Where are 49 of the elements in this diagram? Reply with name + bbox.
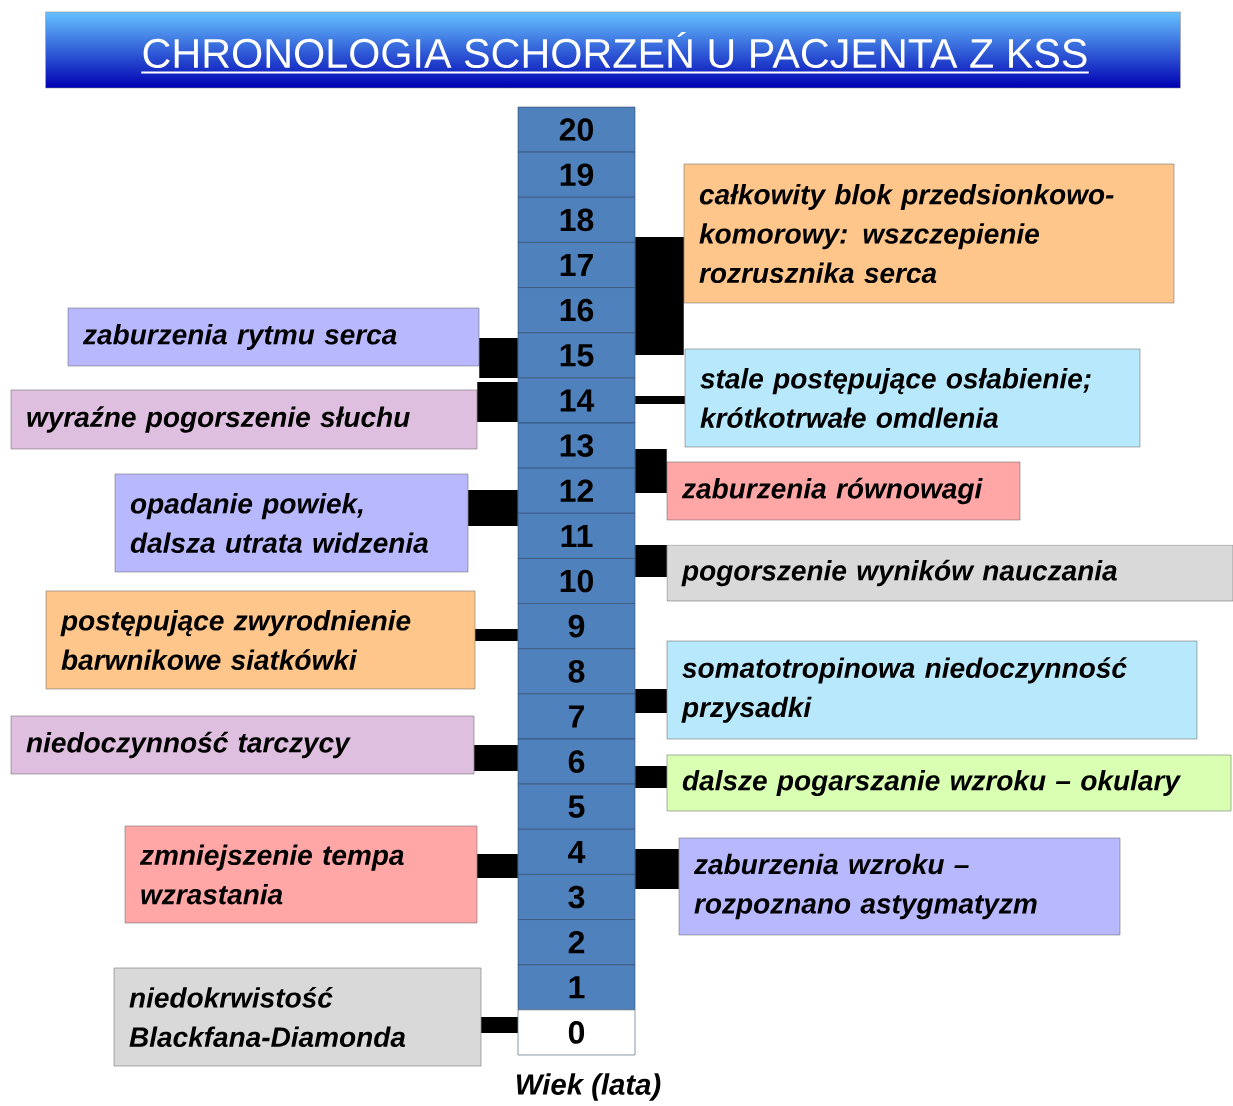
age-cell: 16 [517, 287, 636, 333]
event-box: całkowity blok przedsionkowo-komorowy: wszczepienie rozrusznika serca [683, 163, 1175, 304]
age-cell: 5 [517, 783, 636, 830]
event-box: stale postępujące osłabienie; krótkotrwałe omdlenia [684, 348, 1141, 448]
age-cell: 4 [517, 829, 636, 875]
age-cell: 14 [517, 377, 636, 424]
age-cell: 0 [517, 1009, 636, 1056]
age-cell: 8 [517, 648, 636, 695]
age-cell: 11 [517, 513, 636, 559]
event-box: dalsze pogarszanie wzroku – okulary [666, 754, 1232, 812]
connector [477, 382, 518, 422]
event-box: opadanie powiek, dalsza utrata widzenia [114, 473, 469, 573]
connector [635, 449, 667, 493]
event-box: zaburzenia rytmu serca [67, 307, 480, 367]
age-cell: 7 [517, 693, 636, 740]
connector [481, 1017, 518, 1033]
age-cell: 17 [517, 242, 636, 288]
event-box: zaburzenia wzroku – rozpoznano astygmatyzm [678, 837, 1121, 936]
event-box: wyraźne pogorszenie słuchu [10, 389, 478, 450]
connector [474, 745, 518, 771]
age-cell: 15 [517, 332, 636, 379]
connector [635, 237, 684, 355]
connector [635, 545, 667, 577]
connector [635, 766, 667, 788]
connector [479, 338, 518, 378]
event-box: zmniejszenie tempa wzrastania [124, 825, 478, 924]
event-box: pogorszenie wyników nauczania [666, 544, 1233, 602]
event-box: zaburzenia równowagi [666, 461, 1021, 521]
age-cell: 19 [517, 151, 636, 198]
event-box: niedokrwistość Blackfana-Diamonda [113, 967, 482, 1067]
title-banner: CHRONOLOGIA SCHORZEŃ U PACJENTA Z KSS [45, 11, 1181, 89]
connector [635, 689, 667, 713]
event-box: somatotropinowa niedoczynność przysadki [666, 640, 1198, 740]
event-box: postępujące zwyrodnienie barwnikowe siatkówki [45, 590, 476, 690]
age-cell: 1 [517, 964, 636, 1011]
age-cell: 9 [517, 603, 636, 649]
age-cell: 6 [517, 738, 636, 785]
age-cell: 12 [517, 467, 636, 514]
age-cell: 10 [517, 558, 636, 604]
age-cell: 3 [517, 874, 636, 920]
age-cell: 13 [517, 422, 636, 469]
age-cell: 2 [517, 919, 636, 965]
age-cell: 18 [517, 197, 636, 243]
age-cell: 20 [517, 106, 636, 153]
event-box: niedoczynność tarczycy [10, 715, 475, 775]
axis-label: Wiek (lata) [516, 1073, 661, 1101]
connector [475, 629, 518, 641]
connector [477, 854, 518, 878]
connector [635, 849, 679, 889]
